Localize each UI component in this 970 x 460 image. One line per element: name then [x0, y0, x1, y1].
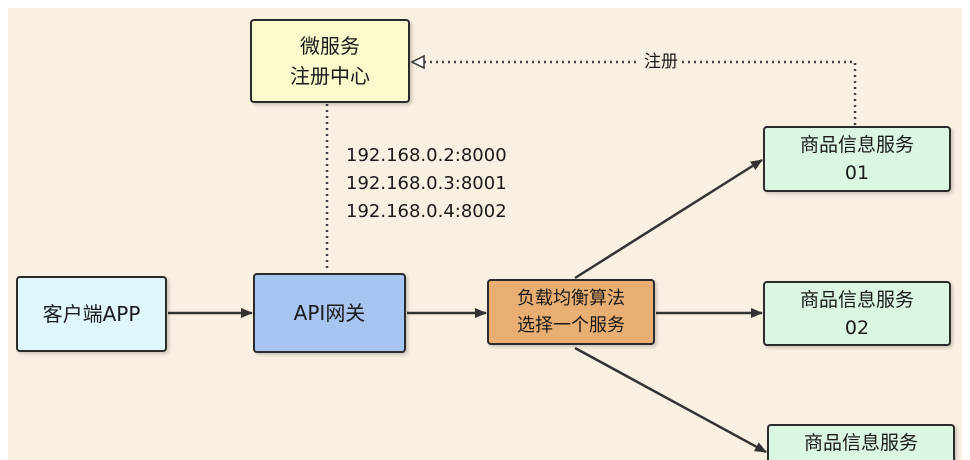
service3-line1: 商品信息服务 [803, 432, 918, 454]
register-label: 注册 [640, 51, 682, 73]
gateway-node[interactable]: API网关 [253, 273, 406, 353]
registry-line2: 注册中心 [290, 64, 370, 88]
balancer-node[interactable]: 负载均衡算法 选择一个服务 [487, 279, 655, 345]
service1-node[interactable]: 商品信息服务 01 [763, 126, 951, 192]
registry-node[interactable]: 微服务 注册中心 [250, 19, 410, 103]
service2-line1: 商品信息服务 [799, 288, 914, 311]
service2-node[interactable]: 商品信息服务 02 [763, 281, 951, 346]
balancer-to-service3-edge [574, 346, 767, 454]
diagram-background [8, 8, 962, 460]
address-1: 192.168.0.2:8000 [346, 145, 507, 166]
address-3: 192.168.0.4:8002 [346, 201, 507, 222]
service1-line1: 商品信息服务 [799, 134, 914, 156]
address-2: 192.168.0.3:8001 [346, 173, 507, 194]
register-arrowhead [410, 54, 425, 70]
client-label: 客户端APP [42, 302, 141, 326]
service3-node[interactable]: 商品信息服务 [767, 424, 955, 460]
client-node[interactable]: 客户端APP [16, 276, 167, 352]
balancer-line2: 选择一个服务 [517, 315, 625, 336]
balancer-line1: 负载均衡算法 [517, 288, 625, 309]
balancer-to-service1-edge [574, 158, 763, 280]
gateway-label: API网关 [293, 301, 366, 325]
service2-line2: 02 [844, 316, 870, 339]
registry-line1: 微服务 [300, 34, 360, 58]
service1-line2: 01 [844, 162, 870, 184]
register-edge [412, 60, 857, 125]
